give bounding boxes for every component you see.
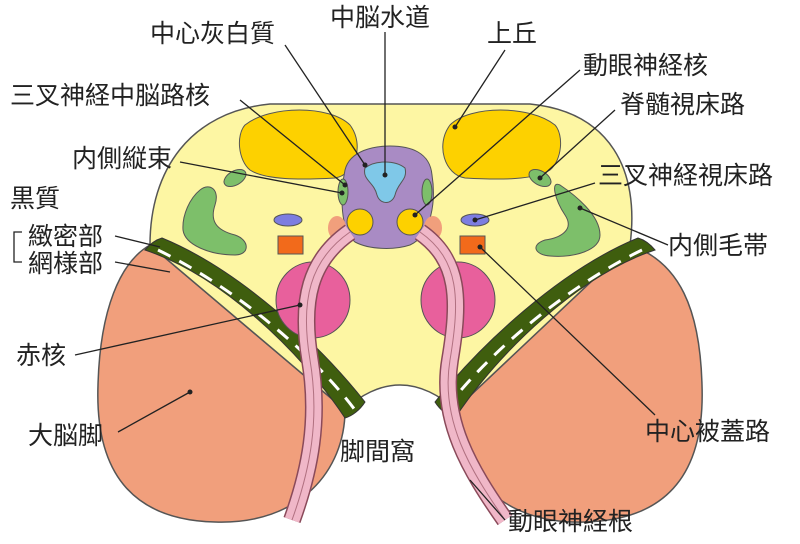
oculomotor-root-left-fiber	[291, 231, 351, 521]
cerebral-peduncle-left	[97, 244, 346, 523]
cerebral-aqueduct	[364, 161, 407, 203]
label-interpeduncular-fossa: 脚間窩	[340, 437, 415, 466]
label-mesencephalic-trigeminal-nucleus: 三叉神経中脳路核	[10, 81, 210, 110]
label-central-gray: 中心灰白質	[150, 19, 275, 48]
oculomotor-root-right-fiber	[419, 231, 506, 521]
label-pars-reticulata: 網様部	[28, 249, 103, 278]
label-mlf: 内側縦束	[72, 144, 172, 173]
nigra-bracket	[13, 231, 22, 263]
label-spinothalamic-tract: 脊髄視床路	[620, 90, 745, 119]
superior-colliculus-left	[238, 109, 358, 180]
nigra-boundary-right	[443, 248, 643, 411]
trigeminothalamic-left	[273, 213, 303, 227]
label-oculomotor-root: 動眼神経根	[508, 507, 633, 536]
label-superior-colliculus: 上丘	[487, 19, 537, 48]
nigra-boundary-left	[157, 248, 357, 411]
label-central-tegmental-tract: 中心被蓋路	[645, 417, 770, 446]
central-tegmental-left	[277, 235, 304, 255]
label-pars-compacta: 緻密部	[28, 222, 103, 251]
oculomotor-nucleus-right	[396, 208, 424, 236]
label-trigeminothalamic-tract: 三叉神経視床路	[598, 161, 773, 190]
oculomotor-nucleus-left	[346, 208, 374, 236]
label-medial-lemniscus: 内側毛帯	[668, 231, 768, 260]
central-tegmental-right	[459, 235, 486, 255]
label-substantia-nigra: 黒質	[10, 184, 60, 213]
label-oculomotor-nucleus: 動眼神経核	[583, 51, 708, 80]
medial-lemniscus-left	[182, 186, 247, 256]
leader-lines	[74, 32, 669, 521]
label-red-nucleus: 赤核	[16, 341, 66, 370]
superior-colliculus-right	[442, 109, 562, 180]
medial-lemniscus-right	[535, 183, 601, 257]
label-cerebral-peduncle: 大脳脚	[28, 421, 103, 450]
label-aqueduct: 中脳水道	[330, 3, 430, 32]
